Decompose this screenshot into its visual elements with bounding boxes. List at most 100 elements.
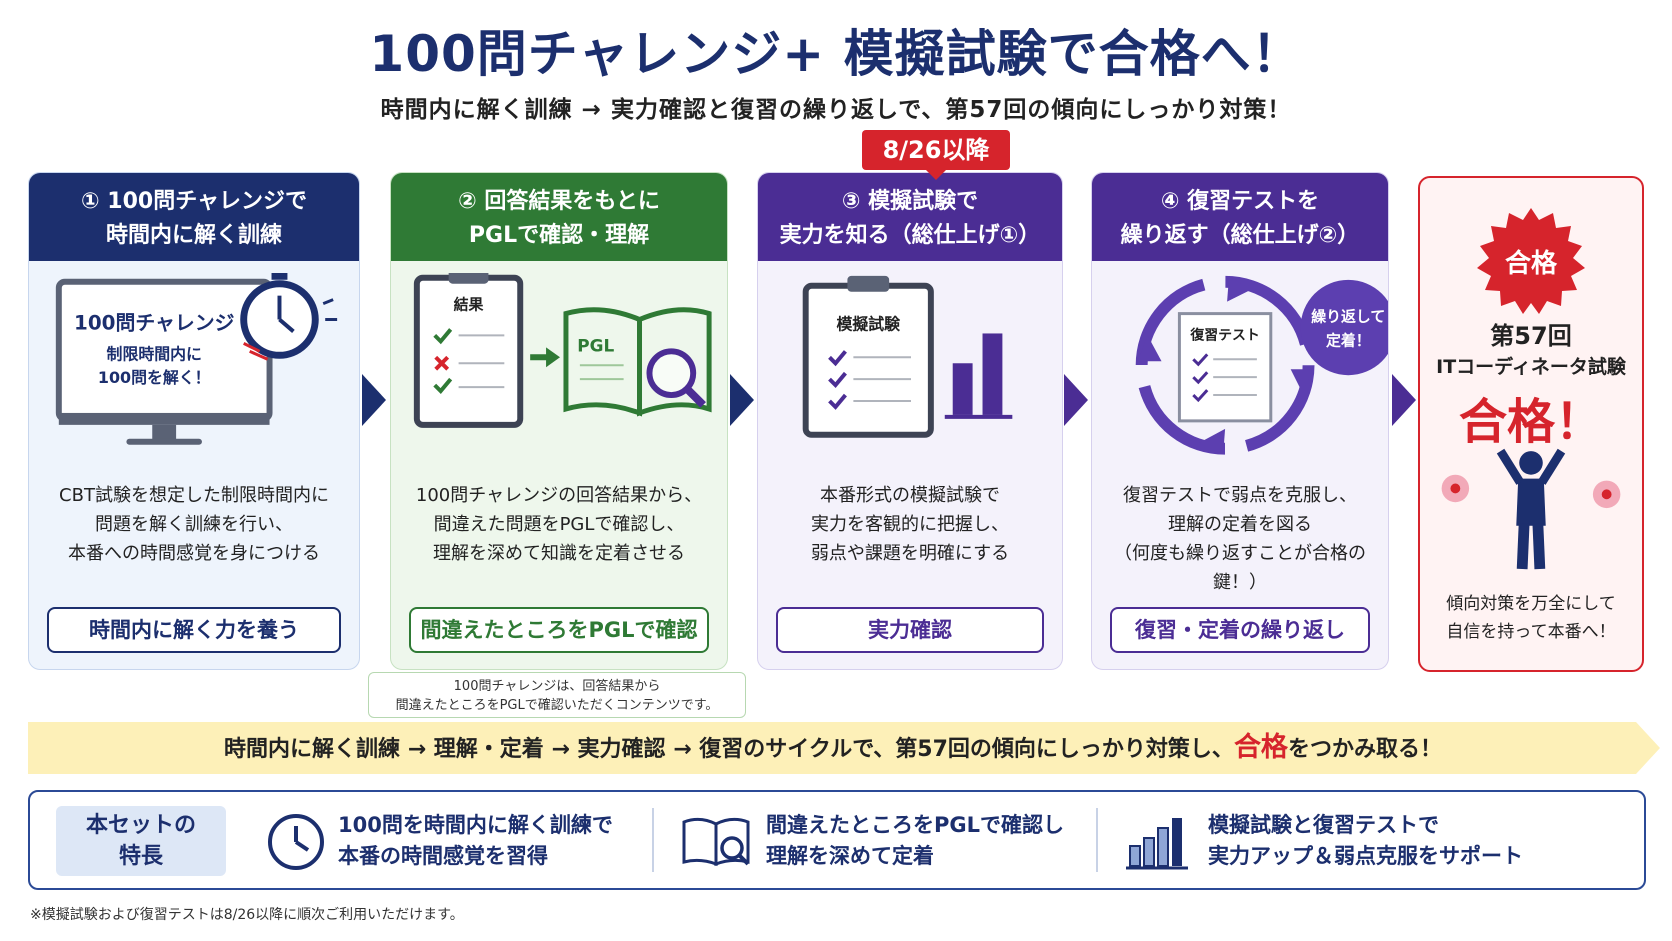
step-1-header: ① 100問チャレンジで 時間内に解く訓練 [29,173,359,261]
sheet-title: 復習テスト [1189,326,1259,343]
step-4-header-line1: ④ 復習テストを [1160,189,1320,214]
step-2-note: 100問チャレンジは、回答結果から 間違えたところをPGLで確認いただくコンテン… [368,672,746,718]
banner-arrow-shape [28,722,1660,774]
cherry-blossom-icon [1441,474,1621,509]
features-label-line2: 特長 [118,844,163,869]
feature-divider [1096,808,1098,872]
goal-exam-name: ITコーディネータ試験 [1436,356,1626,378]
step-1-header-line2: 時間内に解く訓練 [105,223,282,248]
banner-highlight: 合格 [1233,732,1288,763]
clock-icon [268,814,324,870]
step-1-card: ① 100問チャレンジで 時間内に解く訓練 100問チャレンジ 制限時間内に 1… [28,172,360,670]
step-2-header-line2: PGLで確認・理解 [468,223,650,248]
stopwatch-icon [240,273,338,361]
step-4-pill: 復習・定着の繰り返し [1110,607,1370,653]
monitor-timer-illustration: 100問チャレンジ 制限時間内に 100問を解く！ [55,273,338,445]
step-1-header-line1: ① 100問チャレンジで [81,189,307,214]
step-4-description: 復習テストで弱点を克服し、 理解の定着を図る （何度も繰り返すことが合格の鍵！） [1092,481,1388,597]
page-title: 100問チャレンジ+ 模擬試験で合格へ！ [369,25,1303,83]
step-1-description: CBT試験を想定した制限時間内に 問題を解く訓練を行い、 本番への時間感覚を身に… [29,481,359,568]
step-1-desc-line: CBT試験を想定した制限時間内に [59,485,329,506]
step-4-card: ④ 復習テストを 繰り返す（総仕上げ②） 復習テスト 繰り返して 定着！ 復習テ… [1091,172,1389,670]
step-3-description: 本番形式の模擬試験で 実力を客観的に把握し、 弱点や課題を明確にする [758,481,1062,568]
feature-line2: 実力アップ＆弱点克服をサポート [1208,844,1523,868]
goal-desc-line: 自信を持って本番へ！ [1446,622,1616,642]
step-3-header-line2: 実力を知る（総仕上げ①） [779,223,1041,248]
results-pgl-illustration: 結果 PGL [413,273,712,428]
book-magnifier-icon [682,817,750,867]
feature-line1: 100問を時間内に解く訓練で [338,813,613,837]
bar-chart-icon [1126,818,1188,870]
date-badge: 8/26以降 [862,130,1010,180]
features-label-line1: 本セットの [85,813,196,838]
goal-desc-line: 傾向対策を万全にして [1446,594,1616,614]
step-3-desc-line: 弱点や課題を明確にする [810,543,1010,564]
step-4-desc-line: （何度も繰り返すことが合格の鍵！） [1114,543,1366,593]
step-2-card: ② 回答結果をもとに PGLで確認・理解 結果 PGL [390,172,728,670]
bubble-line1: 繰り返して [1311,308,1385,326]
step-4-header: ④ 復習テストを 繰り返す（総仕上げ②） [1092,173,1388,261]
celebrating-person-icon [1441,448,1621,570]
feature-text: 間違えたところをPGLで確認し 理解を深めて定着 [766,810,1064,872]
goal-card: 合格 第57回 ITコーディネータ試験 合格！ 傾向対策を万全にして 自信を持っ… [1418,176,1644,672]
goal-description: 傾向対策を万全にして 自信を持って本番へ！ [1420,590,1642,646]
feature-line2: 理解を深めて定着 [766,844,934,868]
book-magnifier-icon: PGL [563,307,712,417]
step-4-desc-line: 理解の定着を図る [1168,514,1312,535]
bubble-line2: 定着！ [1326,331,1371,349]
step-2-header: ② 回答結果をもとに PGLで確認・理解 [391,173,727,261]
goal-exam-number: 第57回 [1490,322,1572,350]
step-1-desc-line: 問題を解く訓練を行い、 [95,514,293,535]
banner-text: 時間内に解く訓練 → 理解・定着 → 実力確認 → 復習のサイクルで、第57回の… [28,722,1638,776]
feature-line1: 間違えたところをPGLで確認し [766,813,1065,837]
book-label: PGL [577,335,614,355]
note-line1: 100問チャレンジは、回答結果から [453,679,661,694]
step-2-description: 100問チャレンジの回答結果から、 間違えた問題をPGLで確認し、 理解を深めて… [391,481,727,568]
review-cycle-illustration: 復習テスト 繰り返して 定着！ [1135,275,1388,455]
screen-line1: 制限時間内に [107,344,202,363]
step-2-desc-line: 理解を深めて知識を定着させる [433,543,685,564]
arrow-4-icon [1392,374,1416,426]
mock-exam-illustration: 模擬試験 [802,275,1013,438]
step-3-desc-line: 実力を客観的に把握し、 [811,514,1009,535]
clipboard-title: 結果 [454,296,484,314]
step-3-card: ③ 模擬試験で 実力を知る（総仕上げ①） 模擬試験 本番形式の模擬試験で 実力を… [757,172,1063,670]
repeat-bubble: 繰り返して 定着！ [1300,279,1388,376]
step-3-desc-line: 本番形式の模擬試験で [820,485,1000,506]
arrow-3-icon [1064,374,1088,426]
features-label: 本セットの 特長 [56,806,226,876]
clipboard-icon: 結果 [413,273,524,428]
step-2-pill: 間違えたところをPGLで確認 [409,607,709,653]
feature-divider [652,808,654,872]
clipboard-title: 模擬試験 [837,314,902,333]
feature-line2: 本番の時間感覚を習得 [338,844,548,868]
clipboard-icon: 模擬試験 [802,275,934,438]
step-3-header: ③ 模擬試験で 実力を知る（総仕上げ①） [758,173,1062,261]
summary-banner: 時間内に解く訓練 → 理解・定着 → 実力確認 → 復習のサイクルで、第57回の… [28,722,1660,774]
step-3-header-line1: ③ 模擬試験で [841,189,979,214]
step-4-desc-line: 復習テストで弱点を克服し、 [1123,485,1357,506]
page-subtitle: 時間内に解く訓練 → 実力確認と復習の繰り返しで、第57回の傾向にしっかり対策！ [380,97,1292,123]
step-2-desc-line: 100問チャレンジの回答結果から、 [415,485,703,506]
step-2-header-line1: ② 回答結果をもとに [458,189,660,214]
bar-chart-icon [944,333,1013,419]
arrow-2-icon [730,374,754,426]
step-1-pill: 時間内に解く力を養う [47,607,341,653]
feature-line1: 模擬試験と復習テストで [1208,813,1439,837]
feature-text: 100問を時間内に解く訓練で 本番の時間感覚を習得 [338,810,613,872]
banner-text-after: をつかみ取る！ [1287,737,1442,762]
step-4-header-line2: 繰り返す（総仕上げ②） [1120,223,1360,248]
arrow-1-icon [362,374,386,426]
goal-pass-text: 合格！ [1458,394,1603,450]
features-box: 本セットの 特長 100問を時間内に解く訓練で 本番の時間感覚を習得 間違えたと… [28,790,1646,890]
footnote: ※模擬試験および復習テストは8/26以降に順次ご利用いただけます。 [30,907,464,923]
feature-text: 模擬試験と復習テストで 実力アップ＆弱点克服をサポート [1208,810,1523,872]
arrow-right-icon [530,347,560,368]
cycle-arrows-icon [1135,275,1315,455]
screen-title: 100問チャレンジ [74,311,235,334]
step-2-desc-line: 間違えた問題をPGLで確認し、 [433,514,685,535]
step-3-pill: 実力確認 [776,607,1044,653]
screen-line2: 100問を解く！ [98,368,211,387]
review-sheet-icon: 復習テスト [1177,312,1273,423]
pass-seal-icon: 合格 [1473,206,1589,322]
